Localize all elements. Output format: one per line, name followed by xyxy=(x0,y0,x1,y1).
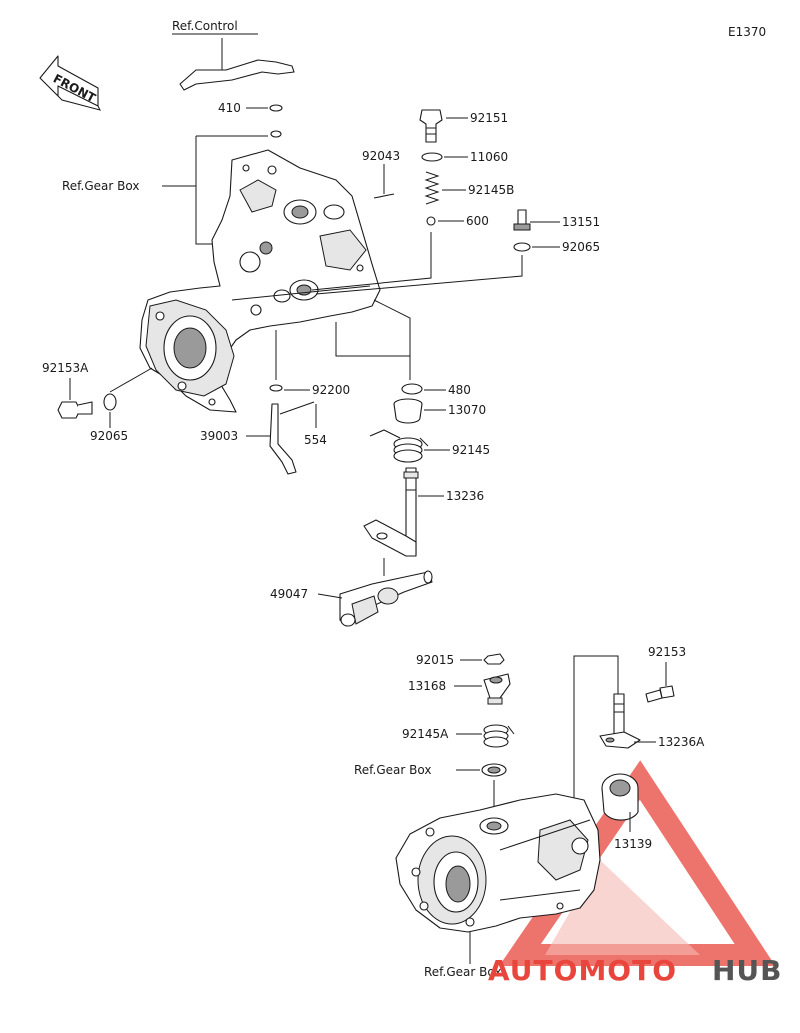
label-92043: 92043 xyxy=(362,149,400,163)
collar-13070 xyxy=(393,398,423,424)
shift-fork-49047 xyxy=(339,558,433,627)
label-ref-gearbox-3: Ref.Gear Box xyxy=(424,965,501,979)
bolt-92153 xyxy=(645,685,675,703)
lever-13168 xyxy=(483,673,511,705)
label-92145A: 92145A xyxy=(402,727,449,741)
label-49047: 49047 xyxy=(270,587,308,601)
label-600: 600 xyxy=(466,214,489,228)
washer-410 xyxy=(269,104,283,112)
label-11060: 11060 xyxy=(470,150,508,164)
spring-92145 xyxy=(369,429,429,463)
label-92145B: 92145B xyxy=(468,183,514,197)
lower-gearbox-housing xyxy=(395,793,601,933)
label-92065-b: 92065 xyxy=(90,429,128,443)
label-92153A: 92153A xyxy=(42,361,89,375)
ball-600 xyxy=(426,216,436,226)
label-92065-a: 92065 xyxy=(562,240,600,254)
gear-13139 xyxy=(601,773,639,821)
spring-92145B xyxy=(424,171,440,205)
spring-92145A xyxy=(483,724,515,748)
label-92200: 92200 xyxy=(312,383,350,397)
upper-gearbox-housing xyxy=(139,149,381,413)
watermark-part1: AUTOMOTO xyxy=(488,954,677,987)
front-arrow-icon: FRONT xyxy=(39,55,101,111)
washer-top xyxy=(270,130,282,138)
shaft-13236A xyxy=(599,693,641,749)
washer-92065-b xyxy=(103,393,117,411)
label-13236A: 13236A xyxy=(658,735,705,749)
seal-ref-gearbox xyxy=(481,763,507,777)
label-92015: 92015 xyxy=(416,653,454,667)
label-92153: 92153 xyxy=(648,645,686,659)
ref-control-bracket xyxy=(172,33,295,91)
label-13070: 13070 xyxy=(448,403,486,417)
label-13139: 13139 xyxy=(614,837,652,851)
label-39003: 39003 xyxy=(200,429,238,443)
washer-92065-a xyxy=(513,242,531,252)
label-480: 480 xyxy=(448,383,471,397)
watermark-part2: HUB xyxy=(712,954,783,987)
label-554: 554 xyxy=(304,433,327,447)
snap-ring-480 xyxy=(401,383,423,395)
switch-13151 xyxy=(513,209,531,231)
pin-554 xyxy=(279,401,315,415)
shift-shaft-13236 xyxy=(363,467,419,557)
nut-92015 xyxy=(483,653,505,665)
watermark-text: AUTOMOTO HUB xyxy=(488,954,783,987)
pin-92043 xyxy=(373,193,395,199)
bolt-92153A xyxy=(57,401,93,419)
label-ref-gearbox-1: Ref.Gear Box xyxy=(62,179,139,193)
label-410: 410 xyxy=(218,101,241,115)
label-13236: 13236 xyxy=(446,489,484,503)
label-ref-gearbox-2: Ref.Gear Box xyxy=(354,763,431,777)
label-13151: 13151 xyxy=(562,215,600,229)
label-92145: 92145 xyxy=(452,443,490,457)
washer-11060 xyxy=(421,152,443,162)
label-ref-control: Ref.Control xyxy=(172,19,238,33)
label-92151: 92151 xyxy=(470,111,508,125)
washer-92200 xyxy=(269,384,283,392)
lever-39003 xyxy=(269,403,297,475)
label-13168: 13168 xyxy=(408,679,446,693)
plug-92151 xyxy=(419,109,443,143)
diagram-code: E1370 xyxy=(728,25,766,39)
